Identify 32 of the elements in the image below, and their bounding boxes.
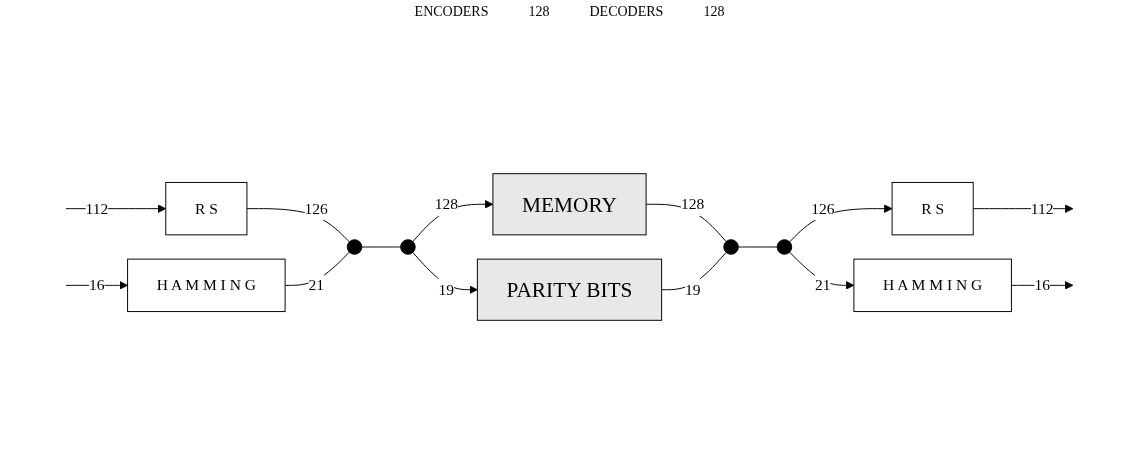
edge-label: 19 — [438, 280, 455, 298]
edge-label: 19 — [684, 280, 701, 298]
edge-label: 128 — [434, 195, 458, 213]
node-circle — [346, 239, 363, 255]
edge-label: 126 — [304, 199, 328, 217]
label-text: 128 — [703, 4, 725, 20]
node-circle — [723, 239, 739, 255]
edge-label: 16 — [1034, 276, 1050, 294]
node-box: R S — [165, 181, 248, 236]
edge-label: 112 — [85, 199, 109, 217]
connector — [661, 251, 727, 291]
connector — [361, 246, 402, 248]
node-box: H A M M I N G — [127, 258, 286, 313]
connector — [284, 251, 350, 286]
connector — [645, 203, 727, 243]
node-box: MEMORY — [492, 173, 647, 236]
node-box: PARITY BITS — [476, 258, 663, 321]
label-text: ENCODERS — [414, 4, 489, 20]
node-box: H A M M I N G — [853, 258, 1012, 313]
label-text: 128 — [528, 4, 550, 20]
edge-label: 21 — [815, 276, 831, 294]
edge-label: 126 — [811, 199, 835, 217]
edge-label: 112 — [1030, 199, 1054, 217]
edge-label: 21 — [308, 276, 324, 294]
node-box: R S — [891, 181, 974, 236]
label-text: DECODERS — [589, 4, 664, 20]
node-circle — [400, 239, 416, 255]
edge-label: 128 — [681, 195, 705, 213]
connector — [246, 208, 350, 243]
edge-label: 16 — [89, 276, 105, 294]
node-circle — [776, 239, 793, 255]
connector — [737, 246, 778, 248]
